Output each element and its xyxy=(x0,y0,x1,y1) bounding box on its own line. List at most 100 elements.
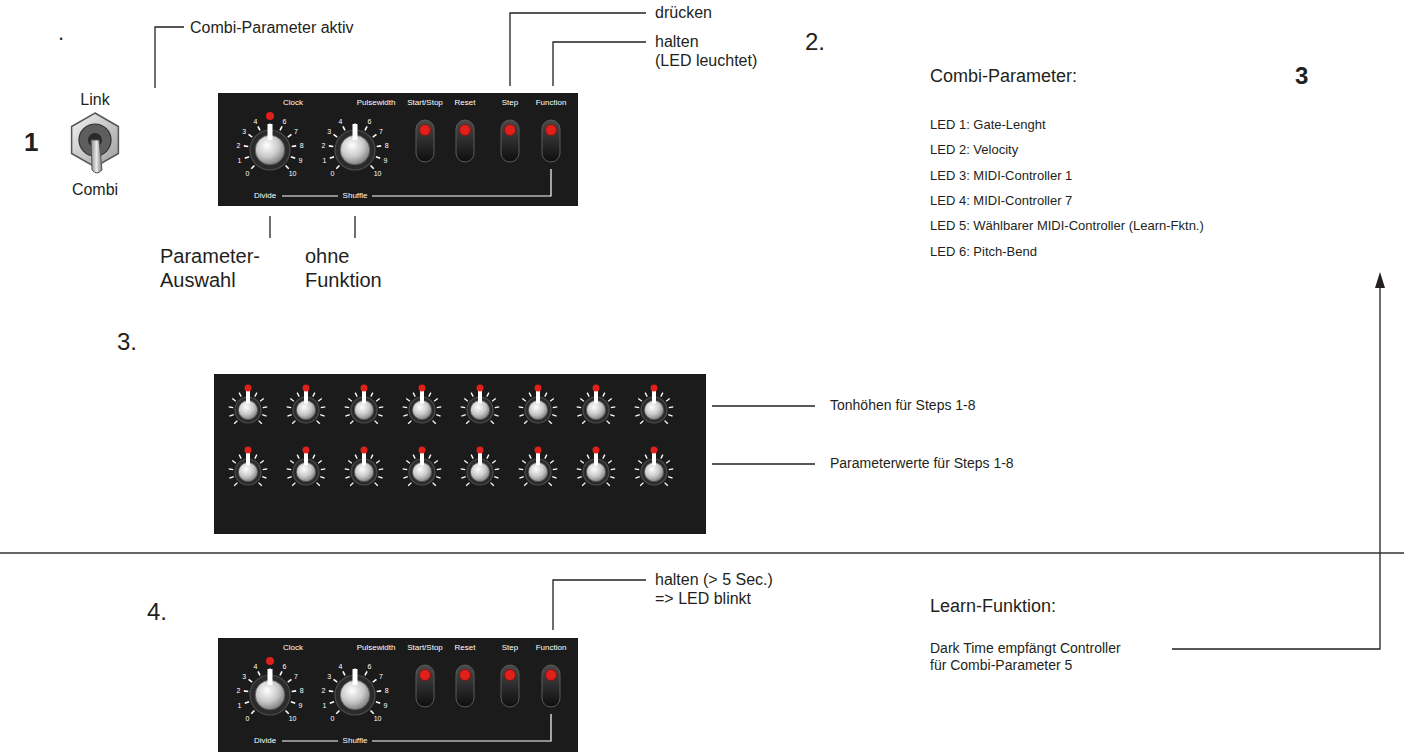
scale-tick xyxy=(552,415,556,416)
knob xyxy=(287,385,326,424)
divider-line xyxy=(0,552,1404,554)
scale-tick xyxy=(668,477,672,478)
scale-number: 3 xyxy=(242,128,246,135)
led-dot xyxy=(546,670,557,681)
scale-number: 4 xyxy=(339,118,343,125)
led-dot xyxy=(460,125,471,136)
scale-tick xyxy=(461,406,465,408)
panel-label: Shuffle xyxy=(343,191,368,201)
led-dot xyxy=(477,447,484,454)
scale-tick xyxy=(577,468,581,470)
callout-text: Parameter- Auswahl xyxy=(160,244,260,292)
panel-line xyxy=(282,169,551,196)
panel-plate xyxy=(214,374,706,534)
scale-number: 4 xyxy=(254,118,258,125)
scale-tick xyxy=(249,679,253,682)
scale-tick xyxy=(345,477,349,478)
scale-tick xyxy=(336,711,339,714)
scale-tick xyxy=(249,134,253,137)
scale-tick xyxy=(334,134,338,137)
scale-tick xyxy=(433,421,436,424)
scale-tick xyxy=(376,399,380,402)
knob-pointer xyxy=(652,391,656,404)
scale-tick xyxy=(350,483,353,486)
scale-tick xyxy=(290,399,294,402)
scale-tick xyxy=(545,393,547,397)
scale-number: 9 xyxy=(383,701,387,708)
scale-tick xyxy=(577,477,581,478)
scale-tick xyxy=(371,455,373,459)
scale-tick xyxy=(608,461,612,464)
scale-tick xyxy=(665,483,668,486)
knob xyxy=(345,385,384,424)
scale-number: 6 xyxy=(283,118,287,125)
toggle-switch xyxy=(72,113,119,173)
push-button xyxy=(416,120,434,162)
scale-tick xyxy=(461,477,465,478)
scale-tick xyxy=(406,461,410,464)
led-dot xyxy=(361,447,368,454)
panel-label: Step xyxy=(502,643,518,653)
knob-pointer xyxy=(594,391,598,404)
scale-tick xyxy=(292,690,296,692)
scale-number: 7 xyxy=(294,673,298,680)
panel-label: Reset xyxy=(455,98,476,108)
scale-tick xyxy=(336,166,339,169)
scale-tick xyxy=(229,477,233,478)
scale-tick xyxy=(645,393,647,397)
scale-tick xyxy=(317,421,320,424)
parameter-item: LED 4: MIDI-Controller 7 xyxy=(930,193,1072,209)
scale-tick xyxy=(408,421,411,424)
scale-tick xyxy=(292,145,296,147)
led-dot xyxy=(303,385,310,392)
scale-tick xyxy=(330,157,334,158)
scale-number: 3 xyxy=(327,128,331,135)
scale-tick xyxy=(288,679,292,682)
scale-tick xyxy=(577,406,581,408)
scale-tick xyxy=(291,157,295,158)
scale-tick xyxy=(317,483,320,486)
button-body xyxy=(542,120,560,162)
scale-tick xyxy=(495,406,499,408)
scale-tick xyxy=(403,468,407,470)
scale-tick xyxy=(378,477,382,478)
scale-tick xyxy=(577,415,581,416)
scale-tick xyxy=(245,157,249,158)
scale-number: 8 xyxy=(385,141,389,148)
scale-number: 6 xyxy=(368,118,372,125)
scale-tick xyxy=(355,393,357,397)
arrow-head xyxy=(1375,272,1385,288)
parameter-item: LED 3: MIDI-Controller 1 xyxy=(930,168,1072,184)
parameter-item: LED 5: Wählbarer MIDI-Controller (Learn-… xyxy=(930,218,1204,234)
scale-tick xyxy=(661,455,663,459)
scale-tick xyxy=(550,461,554,464)
knob xyxy=(403,447,442,486)
scale-tick xyxy=(345,415,349,416)
button-body xyxy=(456,120,474,162)
scale-tick xyxy=(635,406,639,408)
scale-tick xyxy=(379,468,383,470)
scale-tick xyxy=(258,671,260,675)
scale-tick xyxy=(611,406,615,408)
scale-tick xyxy=(471,393,473,397)
scale-tick xyxy=(287,415,291,416)
knob-pointer xyxy=(304,453,308,466)
panel-group xyxy=(214,93,706,752)
section-heading: Combi-Parameter: xyxy=(930,66,1077,88)
leader-line xyxy=(354,216,355,238)
scale-tick xyxy=(297,455,299,459)
scale-tick xyxy=(611,468,615,470)
scale-tick xyxy=(377,145,381,147)
scale-tick xyxy=(348,399,352,402)
scale-tick xyxy=(291,702,295,703)
scale-tick xyxy=(553,406,557,408)
knob xyxy=(244,112,296,170)
scale-tick xyxy=(406,399,410,402)
scale-tick xyxy=(259,483,262,486)
scale-tick xyxy=(519,477,523,478)
scale-tick xyxy=(258,126,260,130)
switch-label: Combi xyxy=(72,180,118,199)
scale-tick xyxy=(262,415,266,416)
scale-tick xyxy=(345,406,349,408)
led-dot xyxy=(245,447,252,454)
